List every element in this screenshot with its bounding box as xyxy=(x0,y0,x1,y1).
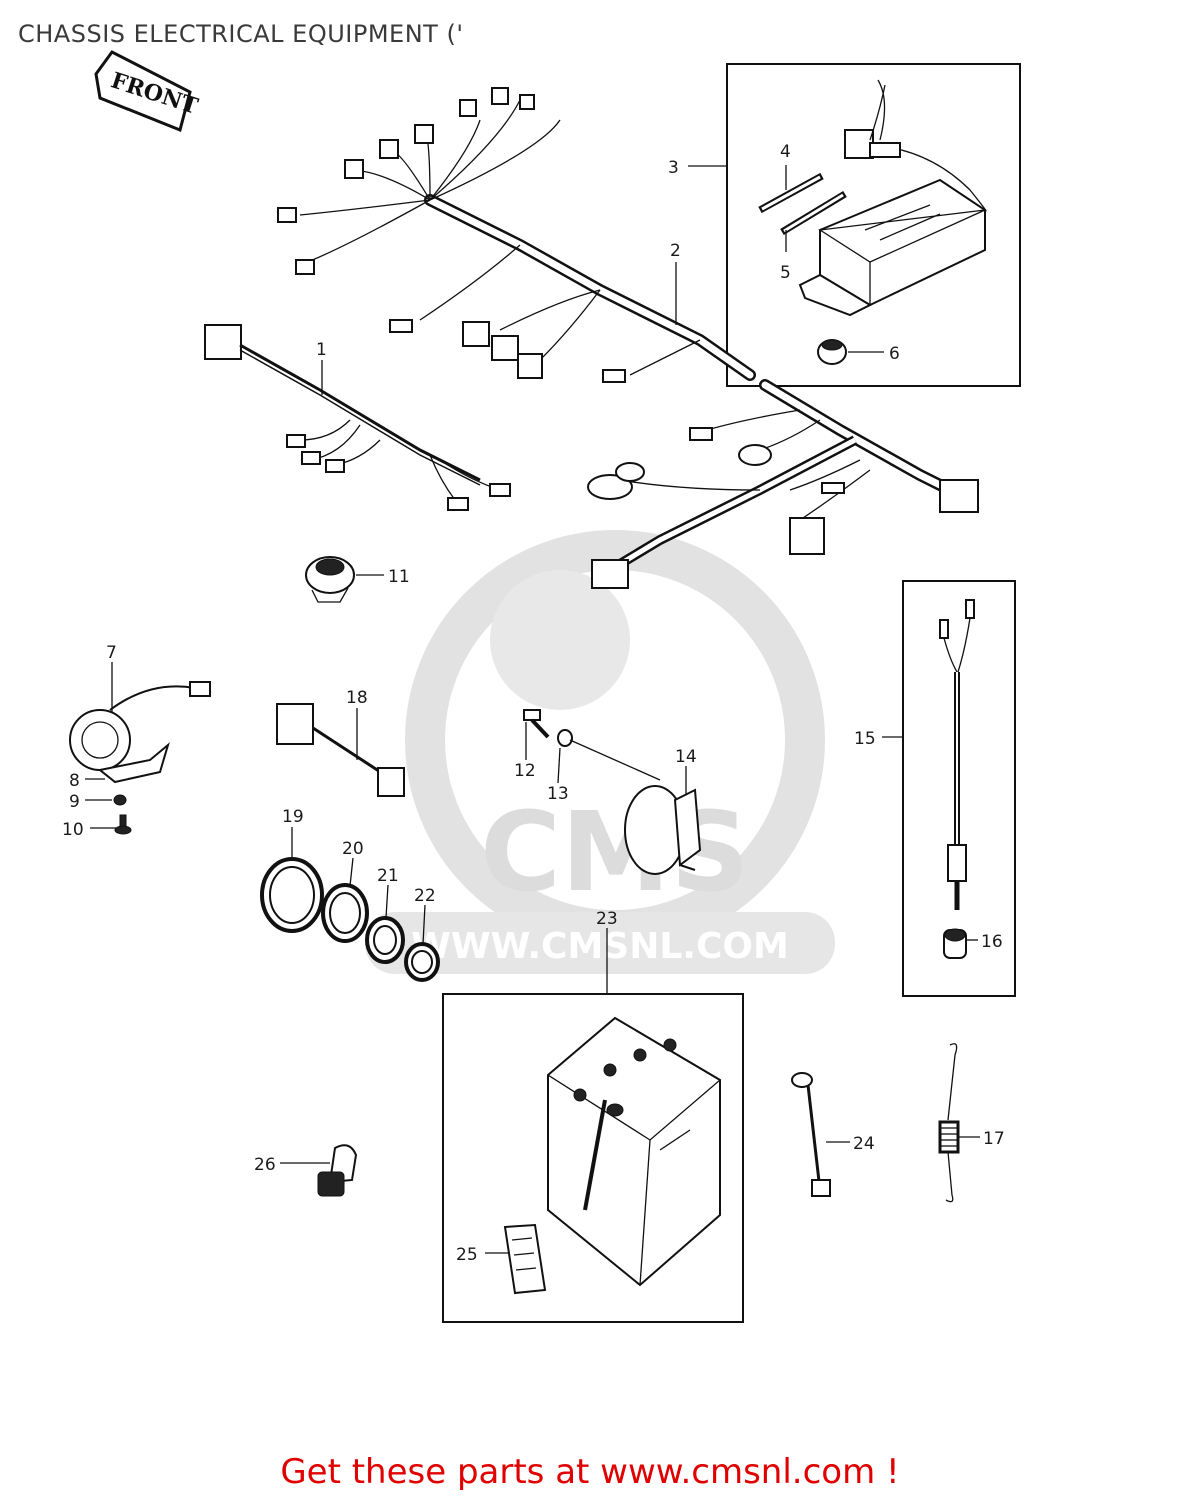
footer-link[interactable]: Get these parts at www.cmsnl.com ! xyxy=(280,1452,900,1492)
band-22 xyxy=(404,942,440,982)
callout-13: 13 xyxy=(547,784,569,804)
callout-22: 22 xyxy=(414,886,436,906)
parts-diagram: CMS WWW.CMSNL.COM FRONT xyxy=(62,50,1021,1323)
fuse-5 xyxy=(780,191,847,235)
callout-18: 18 xyxy=(346,688,368,708)
callout-16: 16 xyxy=(981,932,1003,952)
washer-13 xyxy=(557,729,573,747)
ground-lead-24 xyxy=(791,1072,831,1197)
wire-frame-15 xyxy=(902,580,1016,997)
spring-17 xyxy=(938,1043,960,1203)
label-25 xyxy=(503,1223,547,1295)
callout-15: 15 xyxy=(854,729,876,749)
bolt-12 xyxy=(523,709,550,739)
watermark-logo: CMS xyxy=(480,788,749,916)
callouts: 1 2 3 4 5 6 7 8 9 10 11 12 13 14 15 16 1… xyxy=(62,142,1005,1265)
front-arrow: FRONT xyxy=(94,50,202,133)
callout-7: 7 xyxy=(106,643,117,663)
callout-3: 3 xyxy=(668,158,679,178)
callout-26: 26 xyxy=(254,1155,276,1175)
page-title: CHASSIS ELECTRICAL EQUIPMENT (' xyxy=(18,20,464,48)
watermark: CMS WWW.CMSNL.COM xyxy=(365,530,835,974)
watermark-url: WWW.CMSNL.COM xyxy=(411,926,789,967)
band-19 xyxy=(260,857,324,933)
callout-20: 20 xyxy=(342,839,364,859)
callout-2: 2 xyxy=(670,241,681,261)
band-21 xyxy=(365,916,405,964)
fuse-4 xyxy=(758,172,824,214)
callout-6: 6 xyxy=(889,344,900,364)
main-wiring-harness xyxy=(277,87,979,589)
callout-17: 17 xyxy=(983,1129,1005,1149)
relay-11 xyxy=(305,556,355,603)
callout-25: 25 xyxy=(456,1245,478,1265)
callout-24: 24 xyxy=(853,1134,875,1154)
fuse-box-frame xyxy=(726,63,1021,387)
callout-14: 14 xyxy=(675,747,697,767)
callout-9: 9 xyxy=(69,792,80,812)
horn-7 xyxy=(69,681,211,784)
wire-15 xyxy=(939,599,975,910)
clamp-26 xyxy=(317,1144,358,1197)
sub-wiring-harness xyxy=(204,324,511,511)
grommet-6 xyxy=(817,339,847,365)
callout-5: 5 xyxy=(780,263,791,283)
cap-16 xyxy=(943,928,967,959)
callout-23: 23 xyxy=(596,909,618,929)
callout-10: 10 xyxy=(62,820,84,840)
nut-9 xyxy=(113,794,127,806)
horn-14 xyxy=(624,785,702,875)
callout-1: 1 xyxy=(316,340,327,360)
battery-frame-23 xyxy=(442,993,744,1323)
footer-banner: Get these parts at www.cmsnl.com ! xyxy=(0,1452,1180,1492)
callout-21: 21 xyxy=(377,866,399,886)
wire-lead-18 xyxy=(276,703,405,797)
band-20 xyxy=(321,883,369,943)
leader-lines xyxy=(85,165,980,1254)
battery-23 xyxy=(546,1016,722,1287)
bolt-10 xyxy=(114,814,132,835)
callout-11: 11 xyxy=(388,567,410,587)
callout-4: 4 xyxy=(780,142,791,162)
fuse-box xyxy=(798,79,987,317)
callout-12: 12 xyxy=(514,761,536,781)
callout-8: 8 xyxy=(69,771,80,791)
callout-19: 19 xyxy=(282,807,304,827)
